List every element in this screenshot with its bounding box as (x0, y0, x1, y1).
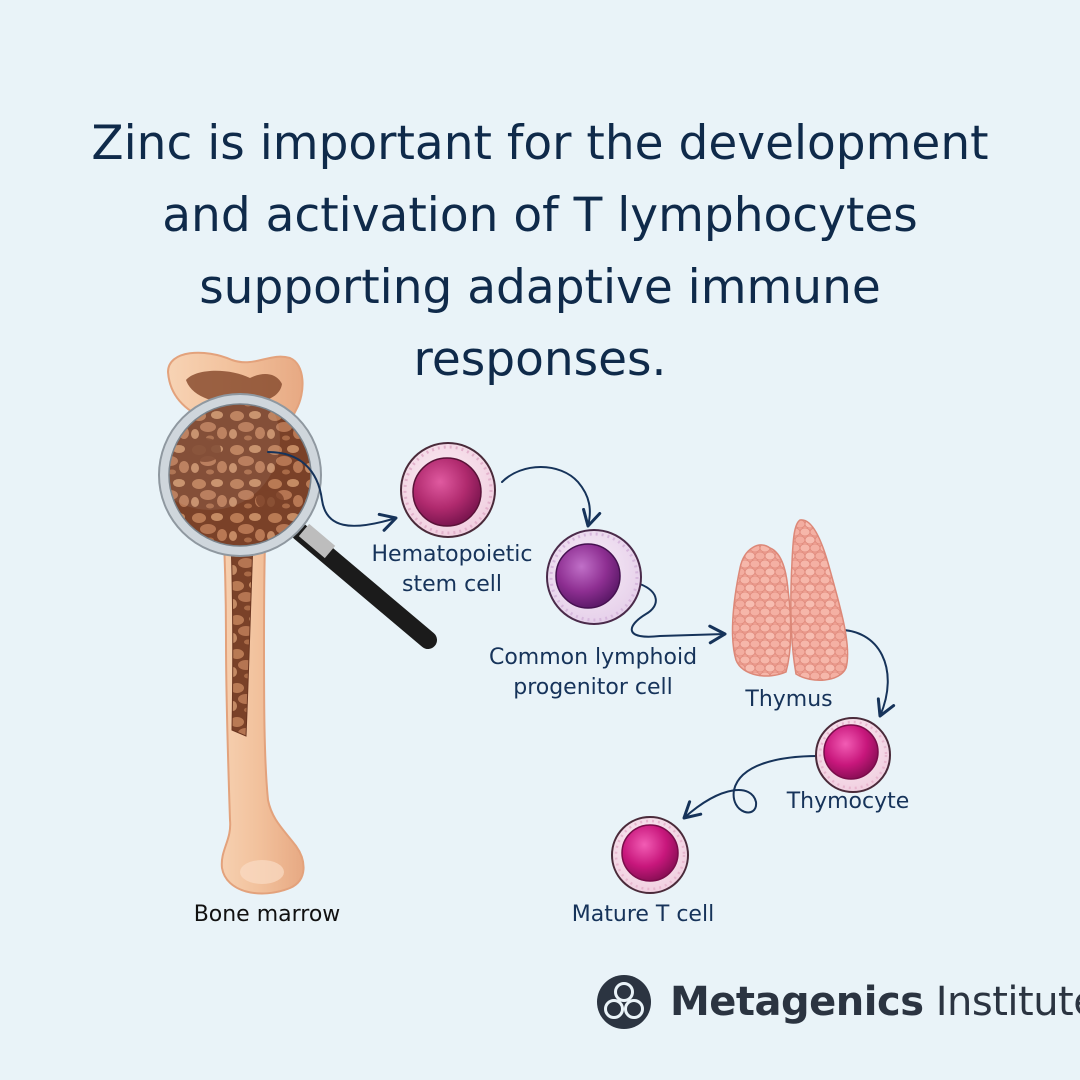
label-thymus-text: Thymus (734, 685, 844, 715)
thymus-illustration (733, 520, 848, 680)
metagenics-logo-icon (597, 975, 651, 1029)
common-lymphoid-progenitor-cell (547, 530, 641, 624)
arrow-to-clp (502, 467, 590, 526)
label-mature-t-cell: Mature T cell (560, 900, 726, 930)
mature-t-cell (612, 817, 688, 893)
label-thymus: Thymus (734, 685, 844, 715)
label-clp-line-2: progenitor cell (478, 673, 708, 703)
label-bone-marrow-text: Bone marrow (182, 900, 352, 930)
brand-name: Metagenics Institute (670, 979, 1080, 1025)
hematopoietic-stem-cell (401, 443, 495, 537)
arrow-to-thymus (632, 584, 725, 637)
label-thymocyte-text: Thymocyte (778, 787, 918, 817)
label-mature-t-cell-text: Mature T cell (560, 900, 726, 930)
thymocyte-cell (816, 718, 890, 792)
label-bone-marrow: Bone marrow (182, 900, 352, 930)
label-hsc-line-2: stem cell (362, 570, 542, 600)
label-thymocyte: Thymocyte (778, 787, 918, 817)
label-hematopoietic-stem-cell: Hematopoietic stem cell (362, 540, 542, 600)
label-hsc-line-1: Hematopoietic (362, 540, 542, 570)
brand-name-regular: Institute (936, 979, 1080, 1025)
brand-name-bold: Metagenics (670, 979, 924, 1025)
label-clp-line-1: Common lymphoid (478, 643, 708, 673)
label-common-lymphoid-progenitor: Common lymphoid progenitor cell (478, 643, 708, 703)
brand-logo: Metagenics Institute (660, 972, 1080, 1032)
